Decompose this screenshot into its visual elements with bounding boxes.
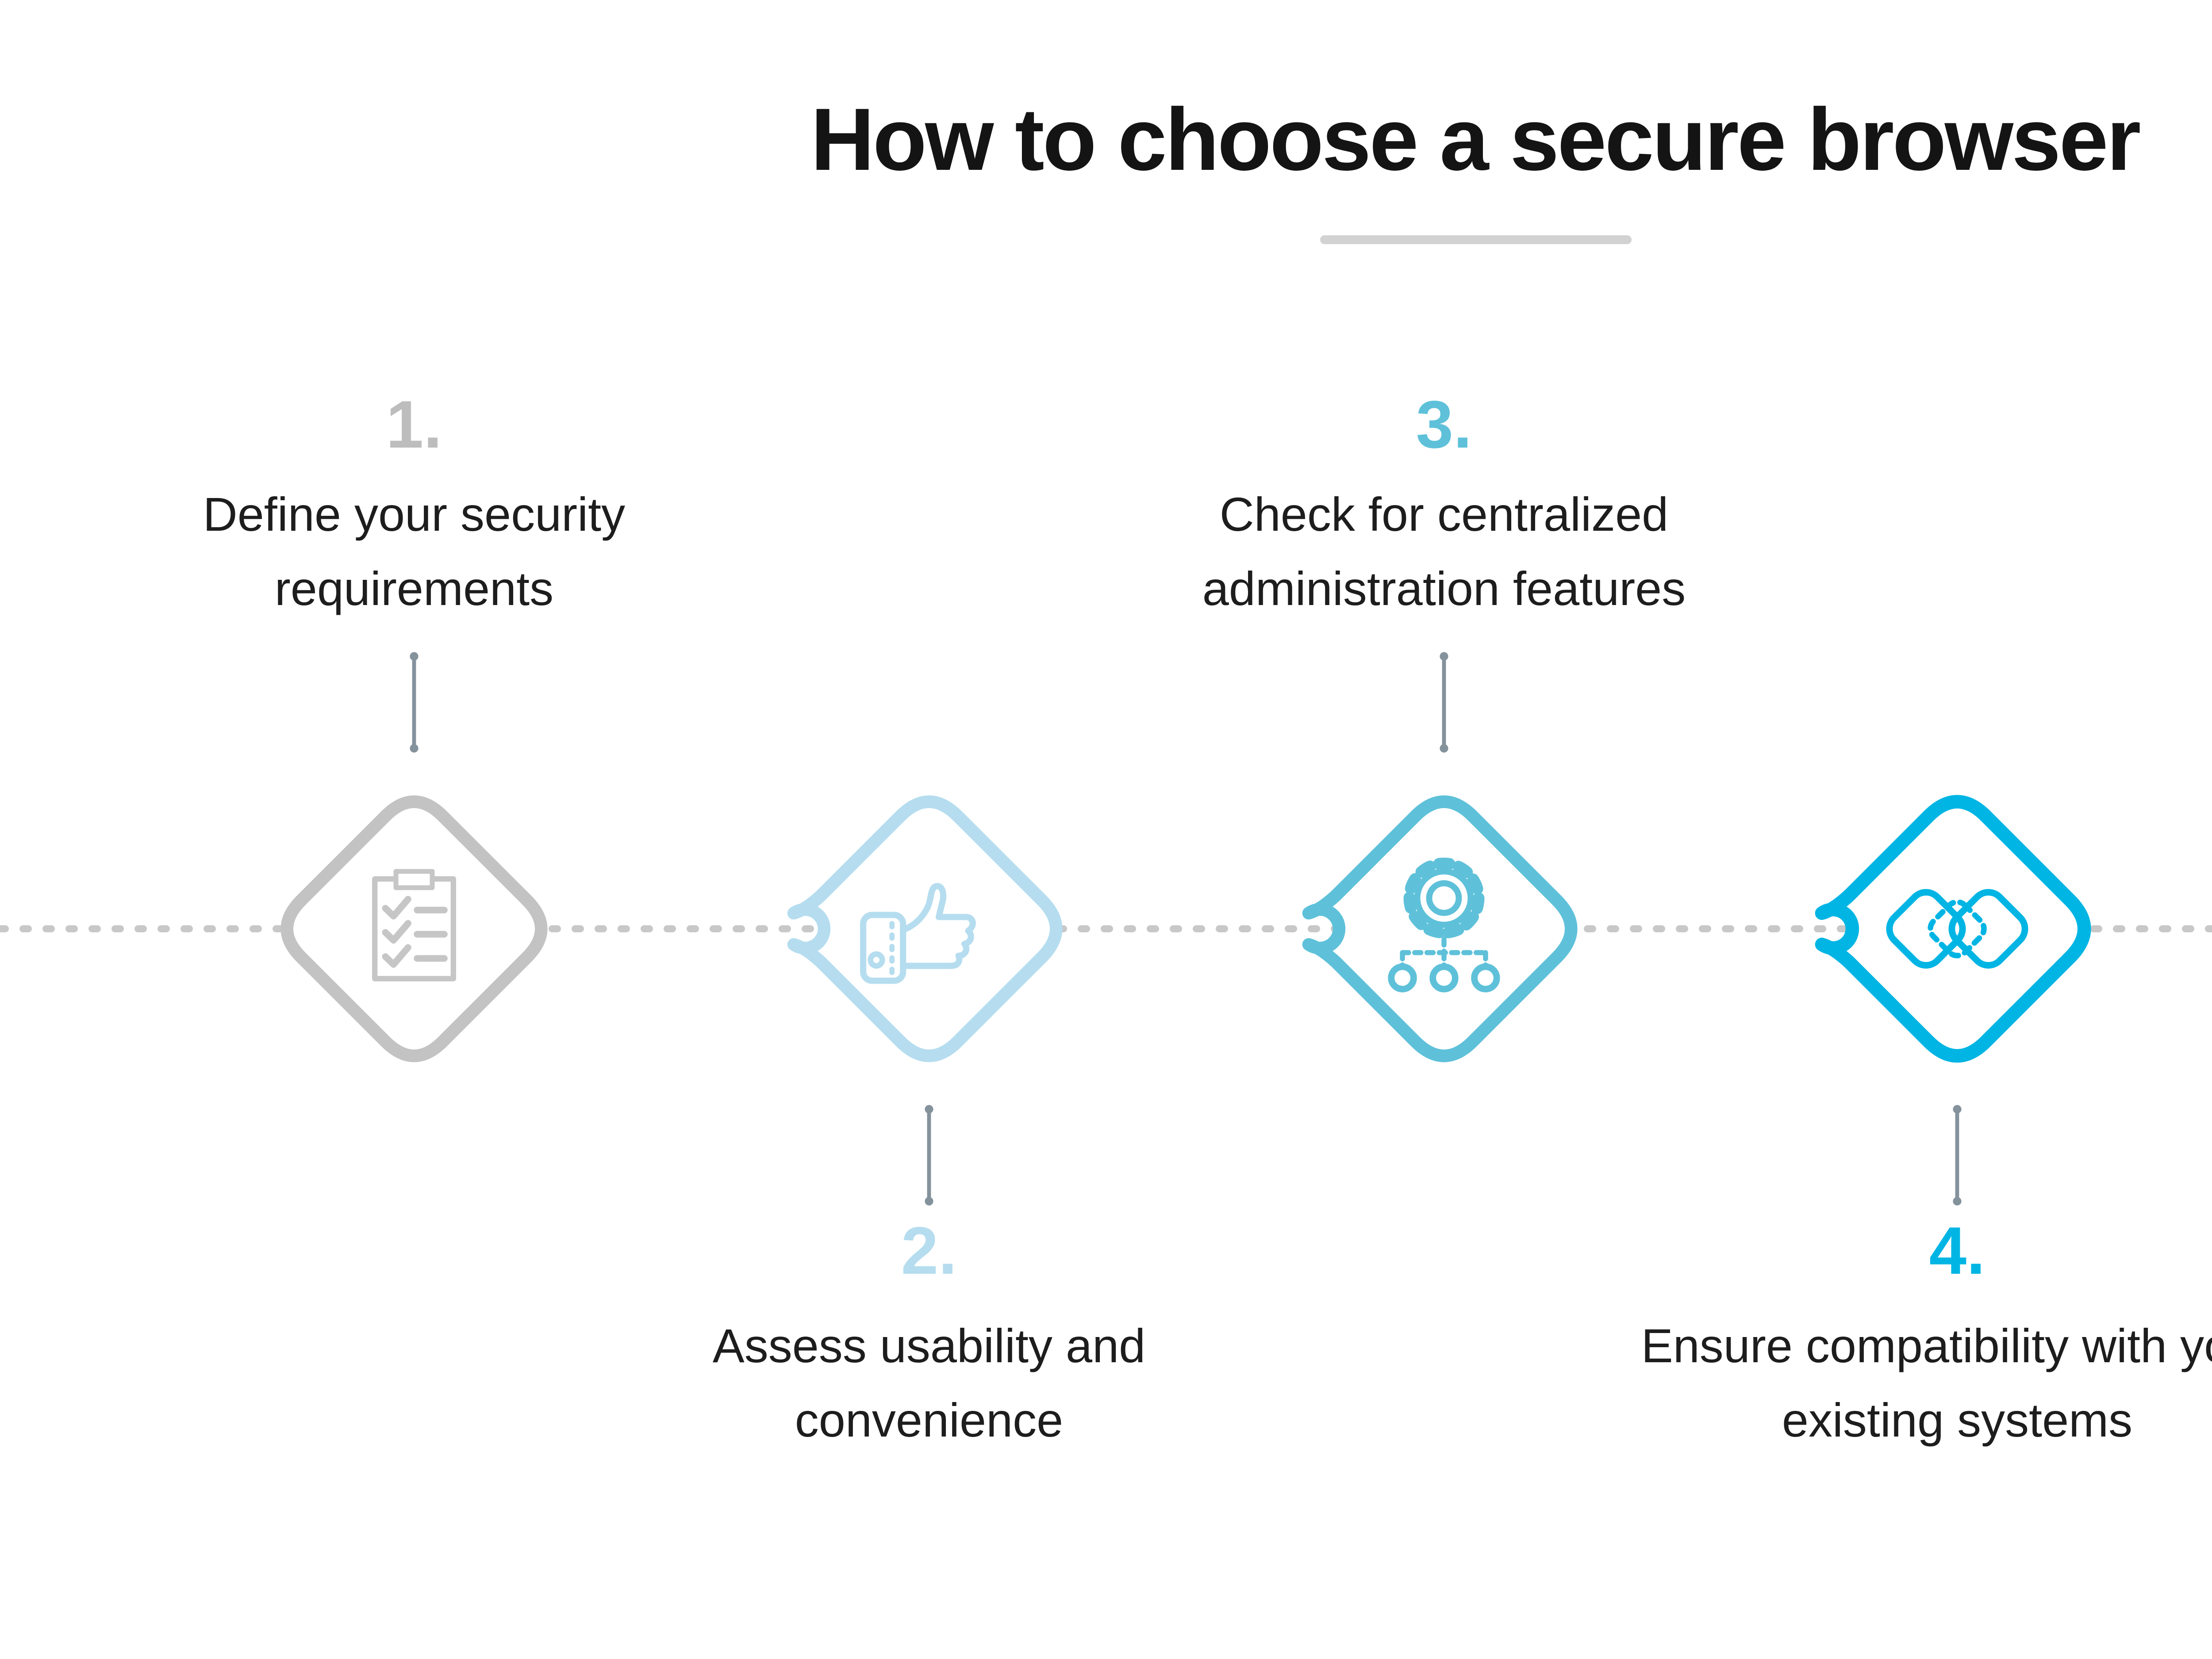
step-2-label: Assess usability and convenience (712, 1320, 1146, 1447)
timeline-dashed-line (0, 925, 2212, 932)
step-2: 2. Assess usability and convenience (522, 0, 1336, 1659)
step-4-number: 4. (1929, 1215, 1985, 1290)
step-3-connector-line (1440, 652, 1448, 753)
step-1: 1. Define your security requirements (7, 0, 821, 1659)
step-1-number: 1. (386, 389, 442, 464)
step-1-connector-line (410, 652, 419, 753)
step-4-connector-line (1953, 1105, 1962, 1206)
step-4-label: Ensure compatibility with your existing … (1641, 1320, 2212, 1447)
step-5: 5. Consider the vendor's support and exp… (2067, 0, 2212, 1659)
page-title: How to choose a secure browser (810, 90, 2141, 189)
step-4: 4. Ensure compatibility with your existi… (1550, 0, 2212, 1659)
title-divider (1319, 235, 1631, 244)
step-5-label: Consider the vendor's support and expert… (2173, 478, 2212, 626)
step-3-label: Check for centralized administration fea… (1202, 488, 1686, 616)
step-2-connector-line (925, 1105, 933, 1206)
step-3-number: 3. (1416, 389, 1472, 464)
step-3: 3. Check for centralized administration … (1037, 0, 1851, 1659)
step-2-number: 2. (901, 1215, 957, 1290)
step-1-label: Define your security requirements (203, 488, 626, 616)
